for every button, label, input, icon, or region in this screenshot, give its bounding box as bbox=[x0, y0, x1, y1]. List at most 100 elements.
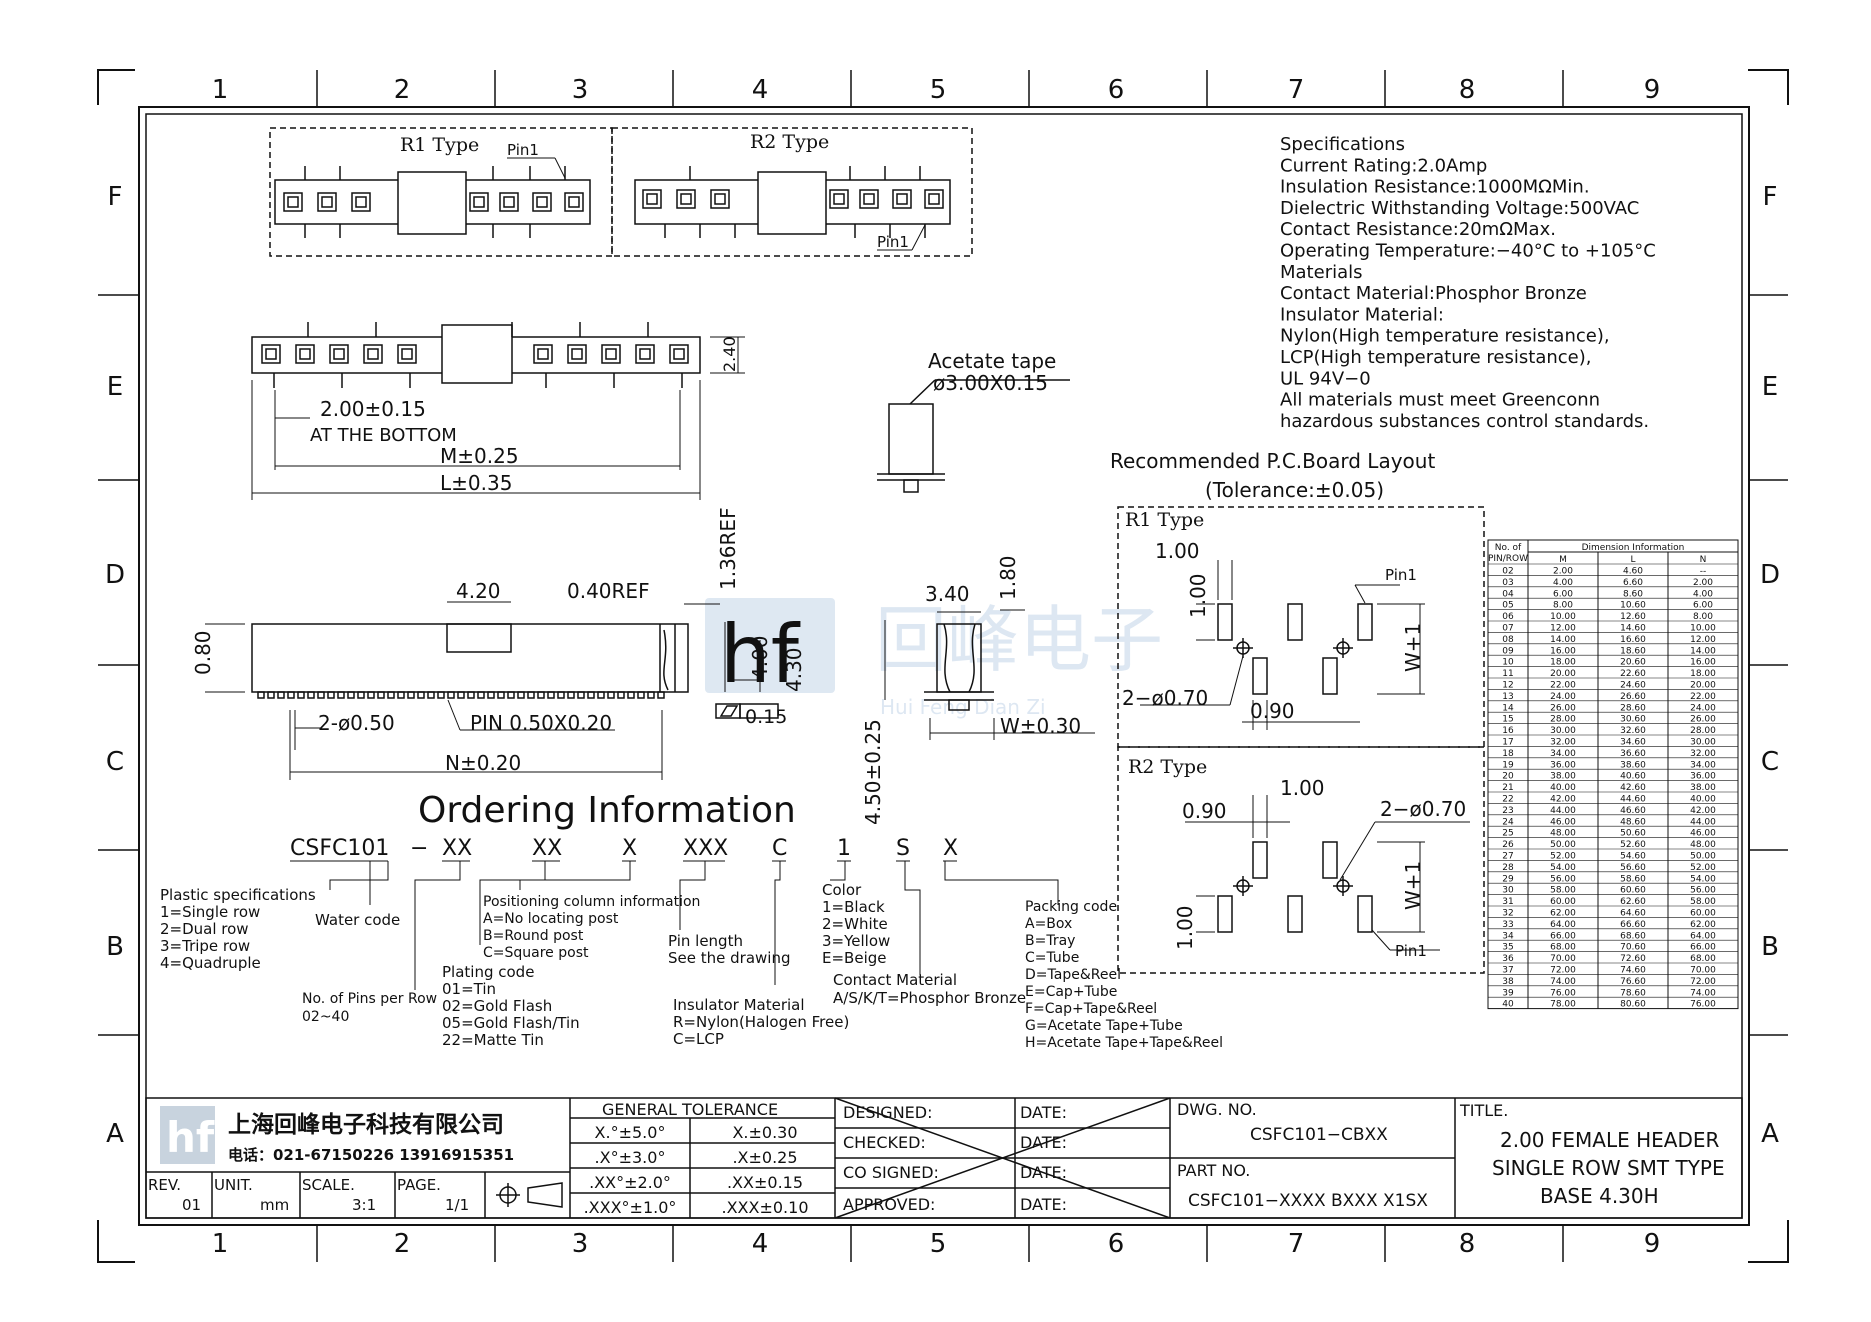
pcb-layout bbox=[1117, 506, 1485, 974]
date-label-2: DATE: bbox=[1020, 1133, 1067, 1152]
dim-table-cell: 10.00 bbox=[1550, 612, 1576, 622]
dim-table-cell: 4.00 bbox=[1693, 589, 1713, 599]
pin-size-dimension: PIN 0.50X0.20 bbox=[470, 711, 612, 735]
dim-table-cell: 21 bbox=[1502, 783, 1513, 793]
pcb-r1-0-90: 0.90 bbox=[1250, 699, 1295, 723]
dim-table-cell: 44.00 bbox=[1550, 806, 1576, 816]
dim-table-cell: 76.60 bbox=[1620, 977, 1646, 987]
dim-table-cell: 50.60 bbox=[1620, 829, 1646, 839]
watermark-subtext: Hui Feng Dian Zi bbox=[880, 695, 1046, 719]
packing-code-0: Packing code bbox=[1025, 899, 1117, 915]
title-line-1: 2.00 FEMALE HEADER bbox=[1500, 1128, 1719, 1152]
date-label-1: DATE: bbox=[1020, 1103, 1067, 1122]
r2-pad bbox=[892, 189, 912, 209]
dim-4-20: 4.20 bbox=[456, 579, 501, 603]
sheet-corners bbox=[97, 69, 1789, 1263]
spec-line-5: Operating Temperature:−40°C to +105°C bbox=[1280, 241, 1656, 262]
side-leg bbox=[297, 691, 305, 699]
side-leg bbox=[627, 691, 635, 699]
dim-table-cell: 35 bbox=[1502, 943, 1513, 953]
zone-row-left-2: D bbox=[105, 560, 125, 590]
pcb-r2-1-00-b: 1.00 bbox=[1173, 905, 1197, 950]
side-leg bbox=[577, 691, 585, 699]
dim-table-cell: 20.00 bbox=[1550, 669, 1576, 679]
plating-code-0: Plating code bbox=[442, 963, 534, 981]
dim-table-cell: 4.60 bbox=[1623, 567, 1643, 577]
dim-table-cell: 30.00 bbox=[1690, 738, 1716, 748]
dim-table-header-no: No. of bbox=[1495, 543, 1522, 553]
pin-length-0: Pin length bbox=[668, 932, 743, 950]
dim-table-cell: 66.60 bbox=[1620, 920, 1646, 930]
dim-0-40-ref: 0.40REF bbox=[567, 579, 650, 603]
positioning-1: A=No locating post bbox=[483, 911, 619, 927]
front-pad bbox=[567, 344, 587, 364]
dim-table-cell: 54.60 bbox=[1620, 852, 1646, 862]
plastic-spec-4: 4=Quadruple bbox=[160, 954, 261, 972]
zone-col-bottom-7: 7 bbox=[1288, 1229, 1305, 1259]
insulator-1: R=Nylon(Halogen Free) bbox=[673, 1013, 849, 1031]
plastic-spec-3: 3=Tripe row bbox=[160, 937, 250, 955]
dim-table-cell: 16.60 bbox=[1620, 635, 1646, 645]
dim-table-cell: 20 bbox=[1502, 772, 1514, 782]
dim-table-cell: 07 bbox=[1502, 624, 1513, 634]
front-pad-inner bbox=[537, 348, 549, 360]
dim-table-cell: 40 bbox=[1502, 1000, 1514, 1010]
dim-table-cell: 52.00 bbox=[1690, 863, 1716, 873]
dim-4-50: 4.50±0.25 bbox=[861, 719, 885, 825]
side-leg bbox=[427, 691, 435, 699]
zone-col-top-8: 8 bbox=[1459, 75, 1476, 105]
dim-table-cell: 44.60 bbox=[1620, 795, 1646, 805]
ordering-code-6: C bbox=[772, 836, 787, 861]
dim-table-cell: 36.00 bbox=[1550, 760, 1576, 770]
side-leg bbox=[547, 691, 555, 699]
dim-table-cell: 72.60 bbox=[1620, 954, 1646, 964]
front-pad bbox=[635, 344, 655, 364]
dim-table-cell: 26.00 bbox=[1690, 715, 1716, 725]
tolerance-angle-2: .XX°±2.0° bbox=[589, 1173, 671, 1192]
dim-table-cell: 38 bbox=[1502, 977, 1514, 987]
ordering-code-8: S bbox=[896, 836, 910, 861]
dim-table-cell: 48.60 bbox=[1620, 817, 1646, 827]
dim-table-cell: 39 bbox=[1502, 988, 1514, 998]
dim-table-cell: 40.00 bbox=[1690, 795, 1716, 805]
dim-table-cell: 10.00 bbox=[1690, 624, 1716, 634]
m-dimension: M±0.25 bbox=[440, 444, 519, 468]
r1-pad-inner bbox=[355, 196, 367, 208]
color-2: 2=White bbox=[822, 915, 888, 933]
ordering-leaders bbox=[329, 861, 1059, 990]
dim-table-cell: 66.00 bbox=[1550, 931, 1576, 941]
dim-table-cell: 33 bbox=[1502, 920, 1513, 930]
side-leg bbox=[437, 691, 445, 699]
dim-table-cell: 42.00 bbox=[1550, 795, 1576, 805]
dim-table-cell: 74.00 bbox=[1690, 988, 1716, 998]
dim-table-cell: 30.00 bbox=[1550, 726, 1576, 736]
packing-code-4: D=Tape&Reel bbox=[1025, 967, 1121, 983]
zone-ticks bbox=[98, 70, 1788, 1262]
front-pad-inner bbox=[401, 348, 413, 360]
dim-table-border bbox=[1487, 539, 1739, 1010]
page-value: 1/1 bbox=[445, 1196, 469, 1214]
dim-table-cell: 19 bbox=[1502, 760, 1514, 770]
r1-pad bbox=[317, 192, 337, 212]
date-label-4: DATE: bbox=[1020, 1195, 1067, 1214]
r2-type-label: R2 Type bbox=[750, 131, 829, 153]
dim-table-cell: 27 bbox=[1502, 852, 1513, 862]
dim-table-cell: 46.00 bbox=[1550, 817, 1576, 827]
dim-table-cell: 62.00 bbox=[1550, 909, 1576, 919]
n-dimension: N±0.20 bbox=[445, 751, 521, 775]
r1-pad bbox=[564, 192, 584, 212]
dim-table-cell: 60.00 bbox=[1550, 897, 1576, 907]
designed-label: DESIGNED: bbox=[843, 1103, 933, 1122]
spec-line-4: Contact Resistance:20mΩMax. bbox=[1280, 219, 1556, 240]
side-leg bbox=[557, 691, 565, 699]
title-line-2: SINGLE ROW SMT TYPE bbox=[1492, 1156, 1725, 1180]
spec-line-1: Current Rating:2.0Amp bbox=[1280, 155, 1487, 176]
zone-col-top-9: 9 bbox=[1644, 75, 1661, 105]
front-pad-inner bbox=[299, 348, 311, 360]
r2-pad-inner bbox=[714, 193, 726, 205]
dim-table-col-header: L bbox=[1630, 555, 1635, 565]
dim-table-cell: 72.00 bbox=[1690, 977, 1716, 987]
dim-table-cell: 24.00 bbox=[1550, 692, 1576, 702]
pcb-r1-1-00-a: 1.00 bbox=[1155, 539, 1200, 563]
dim-table-cell: 50.00 bbox=[1690, 852, 1716, 862]
